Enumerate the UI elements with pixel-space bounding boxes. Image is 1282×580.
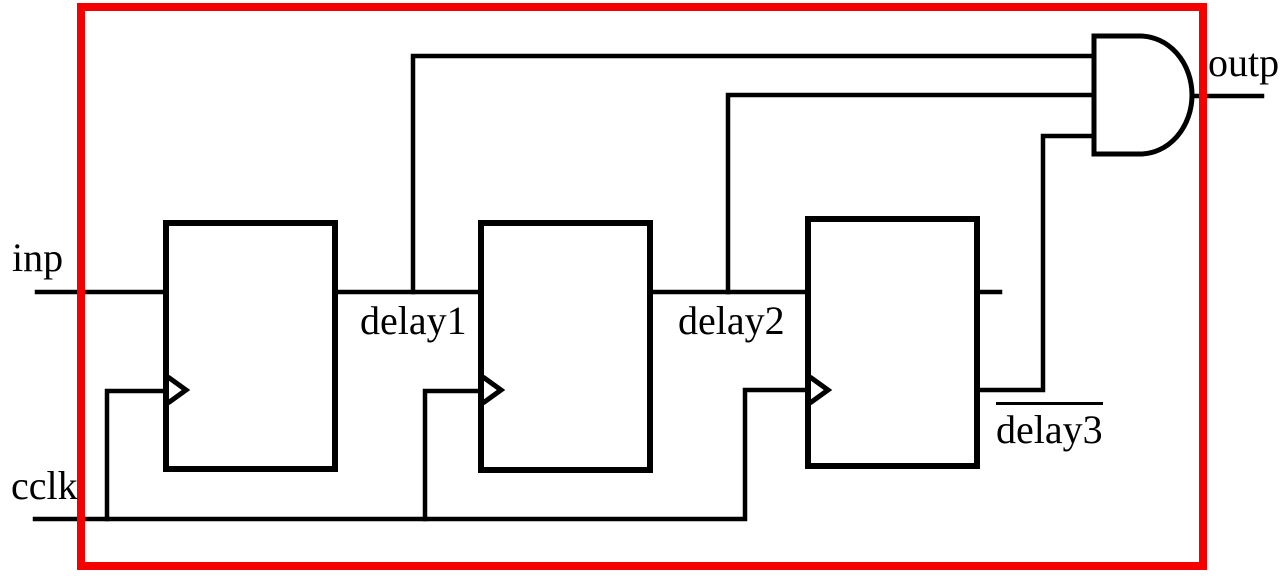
- highlight-border: [77, 3, 1207, 570]
- and-gate-icon: [1091, 33, 1195, 157]
- label-delay1: delay1: [360, 298, 467, 343]
- wire-cclk-dff2: [422, 388, 484, 522]
- dff2-clock-triangle-icon: [481, 374, 506, 406]
- wire-cclk-bus: [32, 387, 811, 522]
- label-delay3-inverted: delay3: [996, 402, 1103, 450]
- wire-delay2-to-and: [725, 92, 1097, 295]
- wire-delay3-to-and: [974, 133, 1097, 393]
- label-inp: inp: [12, 235, 64, 280]
- flipflops: [163, 216, 980, 473]
- label-delay2: delay2: [678, 298, 785, 343]
- dff3-box: [805, 216, 980, 469]
- dff3-clock-triangle-icon: [808, 374, 833, 406]
- wire-delay1-to-and: [410, 53, 1097, 295]
- clock-triangles: [166, 374, 833, 406]
- wire-cclk-dff1: [104, 388, 169, 522]
- dff1-clock-triangle-icon: [166, 374, 191, 406]
- dff2-box: [478, 220, 653, 473]
- label-outp: outp: [1208, 40, 1280, 85]
- label-cclk: cclk: [11, 463, 78, 508]
- dff1-box: [163, 220, 338, 472]
